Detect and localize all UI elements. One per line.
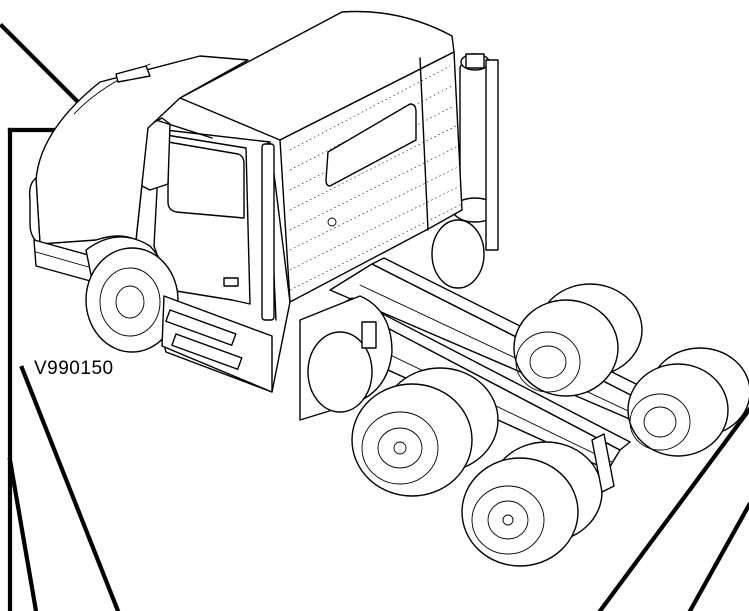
cab-front <box>135 117 291 393</box>
fuel-tank <box>299 295 393 421</box>
rear-wheels-far <box>513 283 749 457</box>
cab-steps <box>161 295 273 393</box>
rear-wheels-near <box>351 367 603 567</box>
exhaust-stack <box>431 53 499 289</box>
mudflap-bracket <box>591 433 615 493</box>
callout-line-bottom-right-b <box>687 502 749 611</box>
front-wheel <box>85 236 179 353</box>
callout-line-bottom-left-a <box>7 457 39 611</box>
callout-line-bottom-right-a <box>597 407 749 611</box>
sleeper-cab <box>179 10 463 303</box>
hood <box>28 55 249 283</box>
figure-reference-code: V990150 <box>34 358 114 379</box>
callout-line-bottom-left-b <box>19 365 121 611</box>
